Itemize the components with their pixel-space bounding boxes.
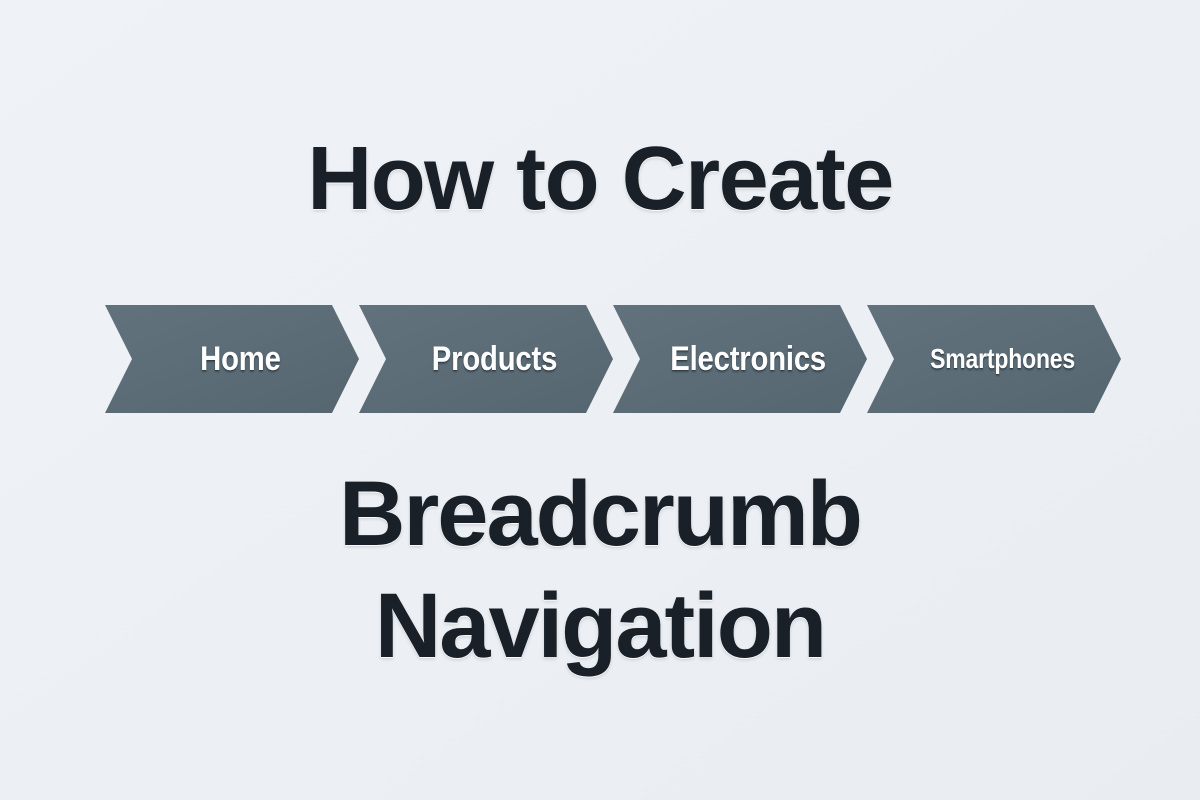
breadcrumb-item-electronics[interactable]: Electronics [613,305,867,413]
breadcrumb-item-label: Products [431,340,558,378]
breadcrumb: Home Products Electronics Smartphones [105,305,1125,415]
headline-bottom-line-1: Breadcrumb [339,463,863,565]
breadcrumb-item-smartphones[interactable]: Smartphones [867,305,1121,413]
breadcrumb-item-label: Smartphones [929,343,1075,374]
breadcrumb-item-home[interactable]: Home [105,305,359,413]
breadcrumb-item-label: Home [200,340,281,378]
headline-top: How to Create [307,129,894,229]
headline-bottom-line-2: Navigation [374,575,827,677]
breadcrumb-item-label: Electronics [670,340,827,378]
breadcrumb-item-products[interactable]: Products [359,305,613,413]
headline-bottom: Breadcrumb Navigation [0,458,1200,682]
